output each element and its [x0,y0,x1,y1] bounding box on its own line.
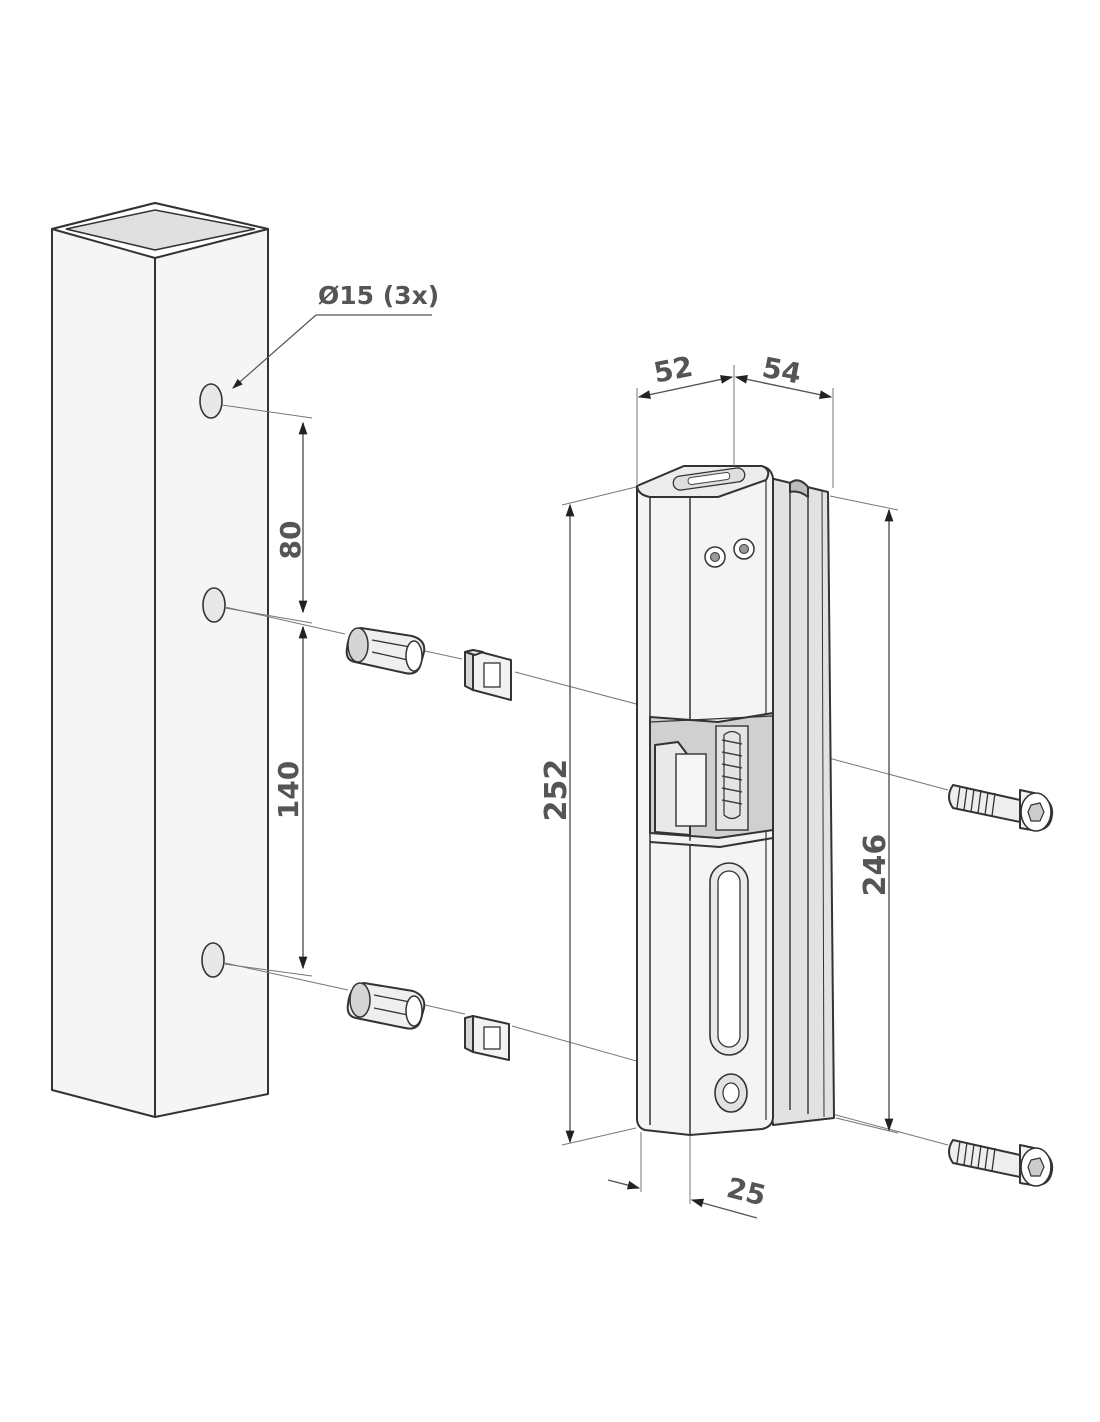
screw-lower [948,1139,1054,1187]
spacing-80-label: 80 [274,521,307,560]
height-252-dimension: 252 [539,486,637,1146]
height-246-dimension: 246 [829,495,899,1134]
sleeve-insert-upper [345,627,426,675]
hole-diameter-label: Ø15 (3x) [318,281,439,310]
height-252-label: 252 [539,759,574,822]
hole-top [199,383,223,419]
screw-upper [948,784,1054,832]
square-post [51,202,269,1118]
post-holes [199,383,226,978]
hole-bottom [201,942,225,978]
assembly-axis-lines [224,606,949,1146]
strike-keeper [636,465,835,1136]
depth-25-label: 25 [723,1171,769,1212]
spacing-140-label: 140 [272,761,305,819]
square-nut-upper [464,649,512,701]
hole-diameter-callout: Ø15 (3x) [232,281,439,389]
sleeve-insert-lower [346,982,426,1030]
width-52-label: 52 [651,350,696,390]
depth-25-dimension: 25 [607,1132,769,1219]
width-54-label: 54 [760,351,805,391]
height-246-label: 246 [858,834,893,897]
hole-spacing-dimension: 80 140 [221,404,313,977]
hole-middle [202,587,226,623]
width-dimension: 52 54 [636,350,834,488]
square-nut-lower [464,1015,510,1061]
